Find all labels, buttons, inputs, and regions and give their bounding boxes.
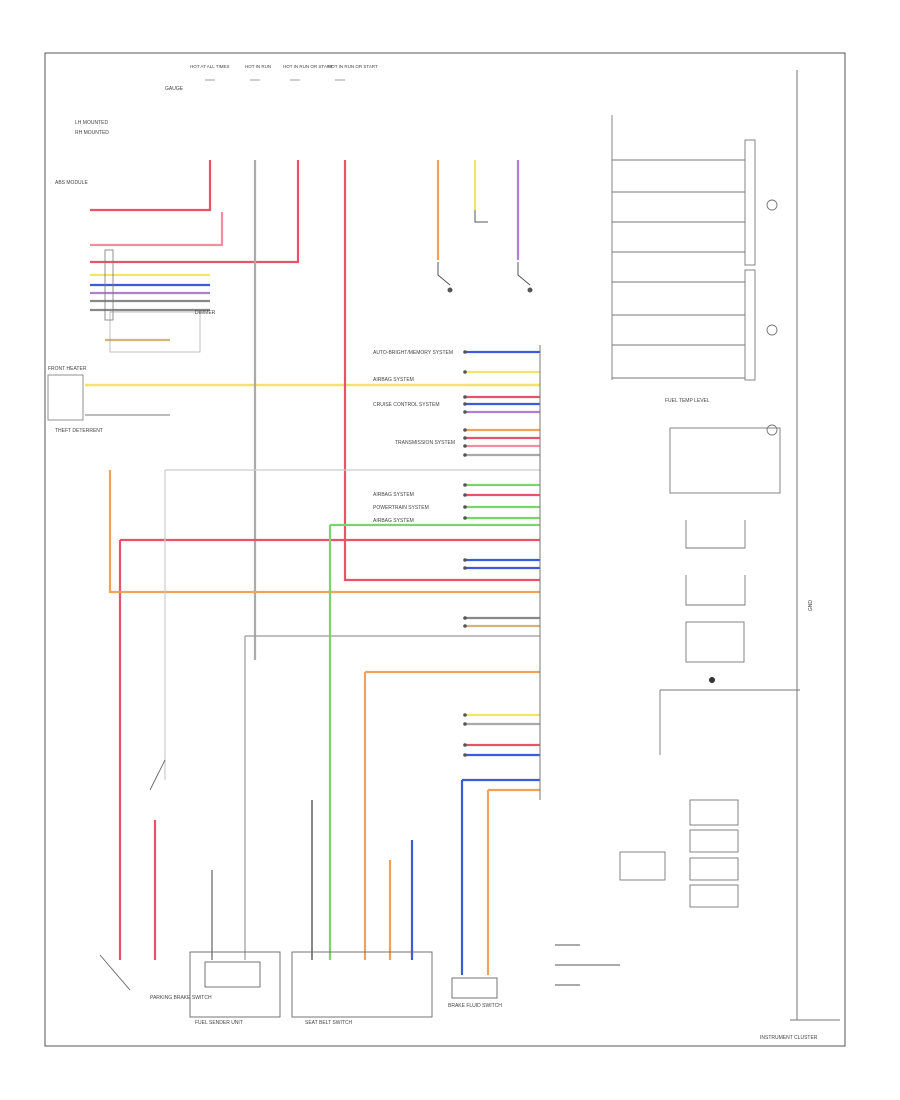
theft-deterrent-label: THEFT DETERRENT (55, 428, 103, 434)
connector-dots (463, 350, 467, 757)
right-modules (619, 427, 800, 908)
fuel-temp-label: FUEL TEMP LEVEL (665, 398, 710, 404)
front-heater-label: FRONT HEATER (48, 366, 87, 372)
dimmer-box (109, 311, 201, 353)
gnd-label: GND (808, 600, 814, 612)
system-label-7: AIRBAG SYSTEM (373, 518, 414, 524)
system-wires (165, 350, 540, 757)
cross-wires (108, 470, 540, 975)
fuse-label-3: HOT IN RUN OR START (283, 64, 333, 69)
top-switches (437, 210, 533, 293)
fuel-sender-unit-label: FUEL SENDER UNIT (195, 1020, 243, 1026)
gauge-fuse-label: GAUGE (165, 86, 184, 92)
brake-fluid-label: BRAKE FLUID SWITCH (448, 1003, 502, 1009)
right-sensor-ladder (611, 115, 778, 436)
system-label-6: POWERTRAIN SYSTEM (373, 505, 429, 511)
dimmer-label: DIMMER (195, 310, 216, 316)
seat-belt-label: SEAT BELT SWITCH (305, 1020, 353, 1026)
left-connector (104, 249, 114, 321)
left-wires (90, 160, 300, 342)
diagram-frame (44, 52, 846, 1047)
bottom-components (99, 759, 498, 1018)
footer-right-title: INSTRUMENT CLUSTER (760, 1035, 818, 1041)
wire-legend (555, 944, 620, 986)
system-label-1: AUTO-BRIGHT/MEMORY SYSTEM (373, 350, 454, 356)
system-label-2: AIRBAG SYSTEM (373, 377, 414, 383)
system-label-4: TRANSMISSION SYSTEM (395, 440, 456, 446)
legend-item-2: RH MOUNTED (75, 130, 109, 136)
system-label-3: CRUISE CONTROL SYSTEM (373, 402, 440, 408)
fuse-label-2: HOT IN RUN (245, 64, 272, 69)
parking-brake-label: PARKING BRAKE SWITCH (150, 995, 212, 1001)
legend-item-1: LH MOUNTED (75, 120, 109, 126)
fuse-label-1: HOT AT ALL TIMES (190, 64, 230, 69)
fuse-label-4: HOT IN RUN OR START (328, 64, 378, 69)
system-label-5: AIRBAG SYSTEM (373, 492, 414, 498)
front-heater-box (47, 374, 84, 421)
abs-module-label: ABS MODULE (55, 180, 88, 186)
